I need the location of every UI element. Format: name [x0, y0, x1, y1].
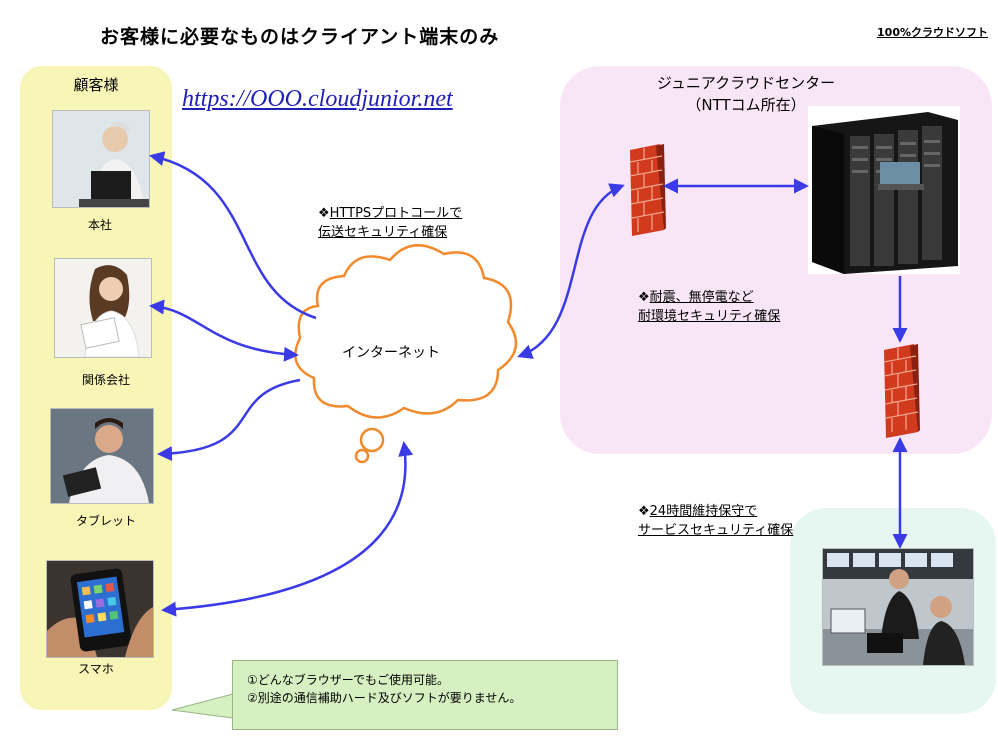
note-service-bullet: ❖	[638, 504, 650, 519]
affiliate-photo	[54, 258, 152, 358]
note-https-bullet: ❖	[318, 206, 330, 221]
firewall-brick-icon	[629, 144, 666, 236]
firewall-datacenter	[624, 144, 666, 236]
note-https-line2: 伝送セキュリティ確保	[318, 225, 448, 240]
device-caption-tablet: タブレット	[75, 514, 136, 528]
note-https-line1: HTTPSプロトコールで	[329, 206, 463, 221]
arrow-smartphone	[161, 441, 414, 617]
cloud-tail-bubble-large	[359, 427, 385, 453]
note-service-line1: 24時間維持保守で	[649, 504, 758, 519]
callout-line1: ①どんなブラウザーでもご使用可能。	[247, 673, 450, 687]
arrow-headquarters	[149, 151, 317, 320]
note-service: ❖24時間維持保守で サービスセキュリティ確保	[638, 502, 793, 540]
woman-with-documents-icon	[55, 259, 151, 357]
arrow-affiliate	[149, 299, 299, 362]
internet-label: インターネット	[342, 345, 440, 361]
brand-label: 100%クラウドソフト	[877, 26, 988, 39]
note-environment-bullet: ❖	[638, 290, 650, 305]
note-environment: ❖耐震、無停電など 耐環境セキュリティ確保	[638, 288, 780, 326]
firewall-operations	[878, 344, 920, 438]
device-caption-affiliate: 関係会社	[81, 373, 130, 387]
server-rack-icon	[808, 106, 960, 274]
cloud-tail-bubble-small	[354, 448, 370, 464]
note-service-line2: サービスセキュリティ確保	[638, 523, 794, 538]
device-caption-headquarters: 本社	[87, 218, 112, 232]
page-title: お客様に必要なものはクライアント端末のみ	[100, 26, 500, 48]
smartphone-in-hand-icon	[47, 561, 153, 657]
smartphone-photo	[46, 560, 154, 658]
note-environment-line1: 耐震、無停電など	[649, 290, 754, 305]
note-environment-line2: 耐環境セキュリティ確保	[638, 309, 781, 324]
browser-note-callout: ①どんなブラウザーでもご使用可能。 ②別途の通信補助ハード及びソフトが要りません…	[232, 660, 618, 730]
customer-zone-label: 顧客様	[73, 76, 119, 94]
device-caption-smartphone: スマホ	[78, 662, 114, 676]
office-worker-photo	[52, 110, 150, 208]
operations-center-photo	[822, 548, 974, 666]
internet-cloud	[294, 244, 518, 419]
server-rack-image	[808, 106, 960, 274]
operators-monitoring-icon	[823, 549, 973, 665]
datacenter-label-line2: （NTTコム所在）	[686, 96, 806, 114]
note-https: ❖HTTPSプロトコールで 伝送セキュリティ確保	[318, 204, 462, 242]
office-worker-laptop-icon	[53, 111, 149, 207]
datacenter-label-line1: ジュニアクラウドセンター	[656, 74, 836, 92]
callout-line2: ②別途の通信補助ハード及びソフトが要りません。	[247, 691, 522, 705]
service-url-link[interactable]: https://OOO.cloudjunior.net	[182, 86, 453, 112]
arrow-internet-firewall	[517, 183, 625, 359]
firewall-brick-icon	[883, 344, 920, 438]
man-with-tablet-icon	[51, 409, 153, 503]
arrow-tablet	[157, 378, 301, 462]
tablet-photo	[50, 408, 154, 504]
